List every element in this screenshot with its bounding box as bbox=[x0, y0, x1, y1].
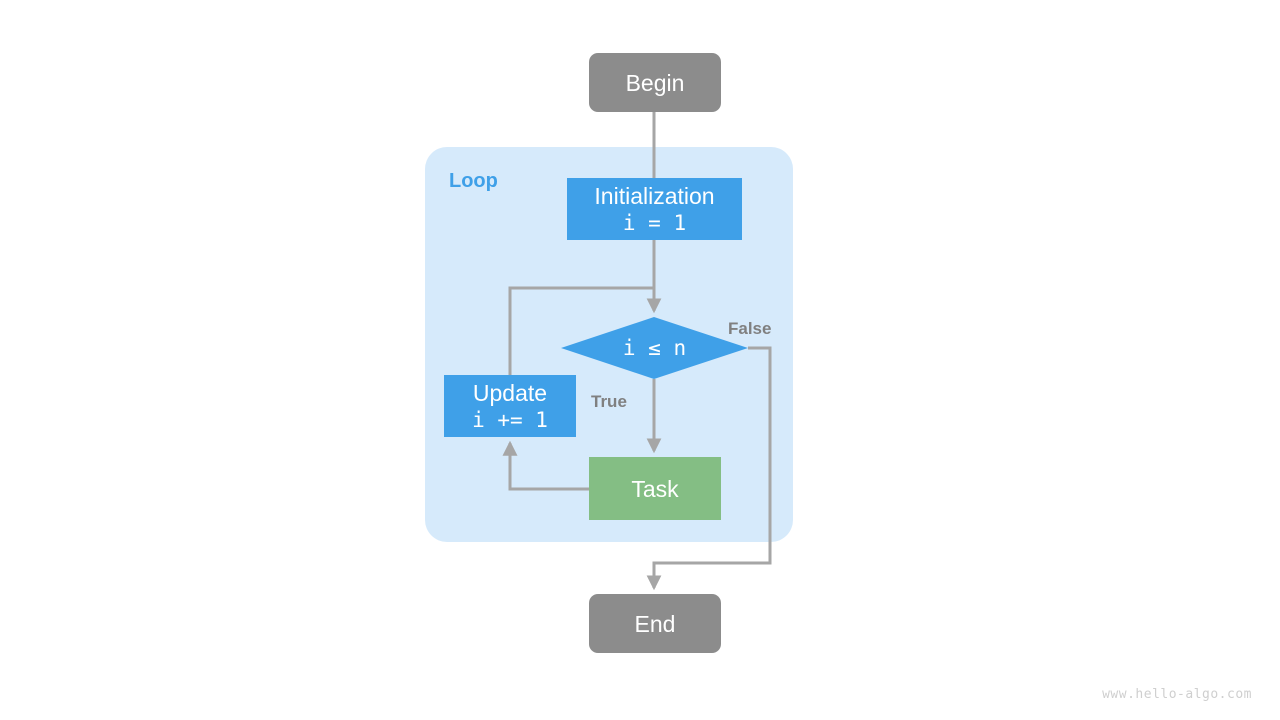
edge-label-false: False bbox=[728, 319, 772, 338]
watermark: www.hello-algo.com bbox=[1102, 687, 1252, 702]
loop-group-label: Loop bbox=[449, 170, 498, 192]
decision-diamond bbox=[561, 317, 748, 379]
edge-task-to-update bbox=[502, 440, 589, 491]
edge-update-to-decision bbox=[508, 286, 654, 375]
edge-label-true: True bbox=[591, 392, 627, 411]
edge-decision-false-to-end bbox=[646, 346, 772, 591]
